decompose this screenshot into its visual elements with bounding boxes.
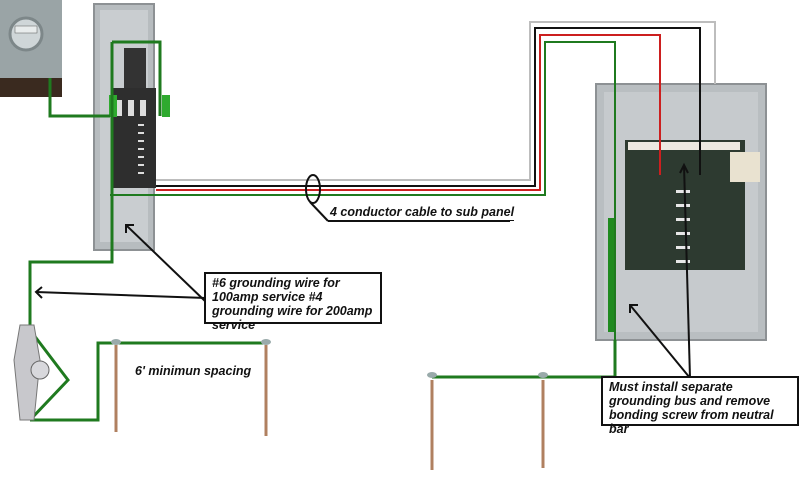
spacing-label: 6' minimun spacing xyxy=(135,364,252,378)
sub-ground-wiring xyxy=(427,340,617,470)
electric-meter xyxy=(0,0,62,97)
main-ground-wiring xyxy=(28,40,267,422)
sub-panel-note: Must install separate grounding bus and … xyxy=(601,376,799,436)
grounding-bus xyxy=(608,218,616,332)
water-pipe-ground-clamp xyxy=(13,324,50,421)
main-ground-rods xyxy=(111,339,271,436)
main-service-panel xyxy=(93,3,170,251)
four-conductor-cable xyxy=(110,21,716,340)
grounding-wire-label: #6 grounding wire for 100amp service #4 … xyxy=(204,272,382,332)
cable-label: 4 conductor cable to sub panel xyxy=(330,205,515,221)
sub-panel xyxy=(595,83,767,341)
annotation-arrows xyxy=(34,162,691,379)
